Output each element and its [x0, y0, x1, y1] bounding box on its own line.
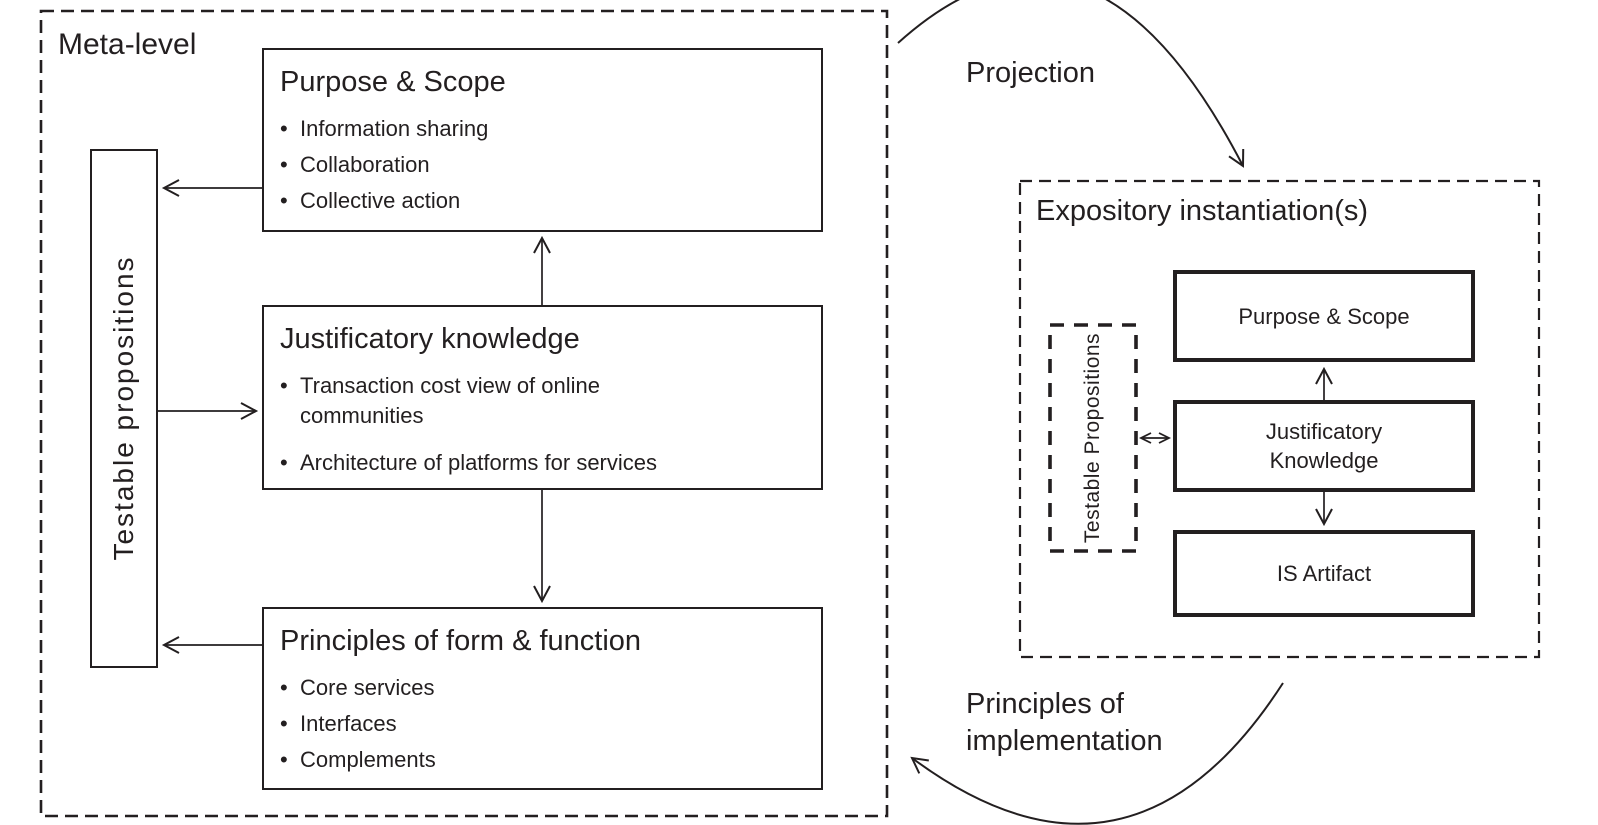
list-item: • Transaction cost view of online commun…	[280, 371, 807, 431]
expository-instantiation-title: Expository instantiation(s)	[1036, 195, 1369, 227]
bullet-text: Transaction cost view of online communit…	[300, 373, 600, 428]
projection-curve-arrow	[897, 0, 1245, 168]
principles-form-function-box: Principles of form & function • Core ser…	[262, 607, 823, 790]
testable-propositions-label-meta: Testable propositions	[108, 255, 139, 561]
testable-propositions-label-expository: Testable Propositions	[1081, 332, 1104, 544]
implementation-curve-arrow	[910, 682, 1284, 825]
list-item: • Collaboration	[280, 150, 807, 180]
principles-of-implementation-label: Principles of implementation	[966, 688, 1163, 757]
bullet-text: Complements	[300, 747, 436, 772]
testable-propositions-box-meta	[90, 149, 158, 668]
list-item: • Core services	[280, 673, 807, 703]
bullet-text: Information sharing	[300, 116, 489, 141]
is-artifact-label: IS Artifact	[1276, 561, 1372, 586]
expository-dashed-frame	[1018, 179, 1541, 659]
purpose-scope-bullet-list: • Information sharing • Collaboration • …	[280, 114, 807, 216]
list-item: • Information sharing	[280, 114, 807, 144]
projection-label: Projection	[966, 57, 1095, 89]
bullet-dot: •	[280, 188, 288, 213]
purpose-scope-title: Purpose & Scope	[280, 66, 506, 98]
bullet-text: Architecture of platforms for services	[300, 450, 658, 475]
list-item: • Interfaces	[280, 709, 807, 739]
principles-form-function-title: Principles of form & function	[280, 625, 642, 657]
bullet-text: Interfaces	[300, 711, 397, 736]
bullet-text: Collaboration	[300, 152, 430, 177]
testable-propositions-dashed-box	[1048, 323, 1138, 553]
list-item: • Collective action	[280, 186, 807, 216]
bullet-dot: •	[280, 116, 288, 141]
justificatory-knowledge-box-meta: Justificatory knowledge • Transaction co…	[262, 305, 823, 490]
bullet-text: Collective action	[300, 188, 461, 213]
bullet-dot: •	[280, 450, 288, 475]
bullet-dot: •	[280, 675, 288, 700]
bullet-dot: •	[280, 152, 288, 177]
purpose-scope-label-expository: Purpose & Scope	[1238, 303, 1410, 329]
principles-bullet-list: • Core services • Interfaces • Complemen…	[280, 673, 807, 775]
justificatory-knowledge-box-expository: Justificatory Knowledge	[1173, 400, 1475, 492]
bullet-dot: •	[280, 747, 288, 772]
purpose-scope-box-expository: Purpose & Scope	[1173, 270, 1475, 362]
list-item: • Architecture of platforms for services	[280, 448, 807, 478]
meta-level-title: Meta-level	[58, 28, 197, 61]
bullet-dot: •	[280, 711, 288, 736]
is-artifact-box: IS Artifact	[1173, 530, 1475, 617]
justificatory-knowledge-label-expository: Justificatory Knowledge	[1265, 419, 1383, 473]
justificatory-bullet-list: • Transaction cost view of online commun…	[280, 371, 807, 478]
list-item: • Complements	[280, 745, 807, 775]
purpose-scope-box-meta: Purpose & Scope • Information sharing • …	[262, 48, 823, 232]
bullet-dot: •	[280, 373, 288, 398]
bullet-text: Core services	[300, 675, 435, 700]
meta-level-dashed-frame	[39, 9, 889, 818]
justificatory-knowledge-title: Justificatory knowledge	[280, 323, 580, 355]
